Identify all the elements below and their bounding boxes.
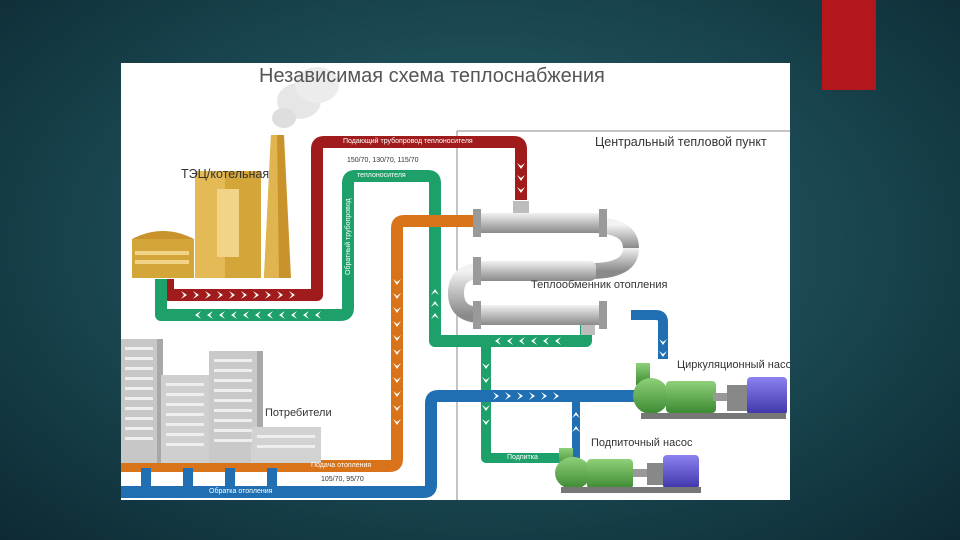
supply-temps-label: 150/70, 130/70, 115/70 bbox=[347, 157, 419, 164]
heating-temps-label: 105/70, 95/70 bbox=[321, 476, 364, 483]
circulation-pump-label: Циркуляционный насос bbox=[677, 359, 790, 371]
plant-label: ТЭЦ/котельная bbox=[181, 167, 270, 181]
heat-exchanger-label: Теплообменник отопления bbox=[531, 279, 668, 291]
accent-bar bbox=[822, 0, 876, 90]
heating-return-pipe bbox=[121, 310, 668, 498]
makeup-pump-label: Подпиточный насос bbox=[591, 437, 693, 449]
heat-exchanger bbox=[447, 201, 639, 335]
heating-supply-pipe bbox=[121, 215, 481, 472]
slide-panel: Независимая схема теплоснабжения ТЭЦ/кот… bbox=[121, 63, 790, 500]
central-heat-point-label: Центральный тепловой пункт bbox=[595, 135, 767, 149]
circulation-pump bbox=[633, 363, 787, 419]
slide-title: Независимая схема теплоснабжения bbox=[259, 65, 605, 87]
chp-plant bbox=[132, 67, 339, 278]
makeup-pump bbox=[555, 448, 701, 493]
supply-primary-pipe bbox=[162, 136, 527, 301]
return-pipe-label: теплоносителя bbox=[357, 172, 406, 179]
return-pipe-vertical-label: Обратный трубопровод bbox=[345, 198, 352, 275]
heat-supply-diagram bbox=[121, 67, 790, 500]
consumers-label: Потребители bbox=[265, 407, 332, 419]
makeup-label: Подпитка bbox=[507, 454, 538, 461]
heating-return-label: Обратка отопления bbox=[209, 488, 273, 495]
consumer-buildings bbox=[121, 339, 321, 463]
supply-pipe-label: Подающий трубопровод теплоносителя bbox=[343, 138, 473, 145]
heating-supply-label: Подача отопления bbox=[311, 462, 372, 469]
